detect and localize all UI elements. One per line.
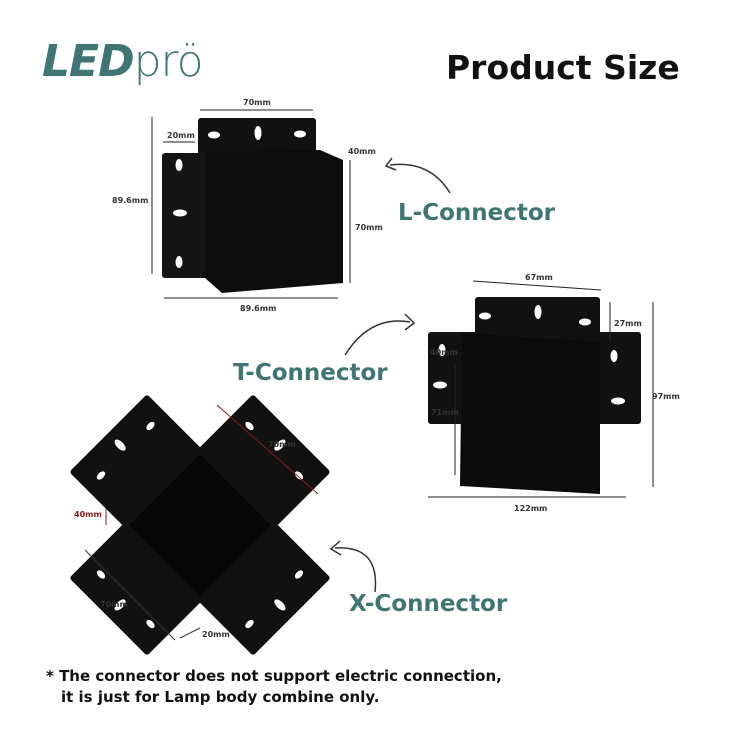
l-dim-box-height: 70mm [355, 223, 383, 232]
t-dimension-lines [428, 280, 654, 498]
l-dim-depth: 40mm [348, 147, 376, 156]
x-connector-image [70, 395, 330, 655]
x-dim-depth: 40mm [74, 510, 102, 519]
l-dim-height: 89.6mm [112, 196, 149, 205]
t-connector-label: T-Connector [233, 360, 388, 386]
l-connector-label: L-Connector [398, 200, 556, 226]
l-dim-bottom-width: 89.6mm [240, 304, 277, 313]
t-connector-image [428, 297, 641, 494]
t-dim-top-width: 67mm [525, 273, 553, 282]
l-dim-top-width: 70mm [243, 98, 271, 107]
brand-logo: LEDprö [42, 36, 204, 87]
x-connector-label: X-Connector [349, 591, 508, 617]
t-dim-depth: 40mm [430, 348, 458, 357]
l-connector-image [162, 118, 343, 293]
note-line-1: * The connector does not support electri… [46, 667, 502, 685]
disclaimer-note: * The connector does not support electri… [46, 666, 502, 708]
page-title: Product Size [446, 48, 680, 87]
l-dimension-lines [151, 109, 351, 299]
l-dim-flange: 20mm [167, 131, 195, 140]
x-dim-arm: 70mm [100, 600, 128, 609]
t-dim-flange: 27mm [614, 319, 642, 328]
t-dim-width: 122mm [514, 504, 548, 513]
note-line-2: it is just for Lamp body combine only. [61, 688, 380, 706]
t-dim-box-height: 71mm [431, 408, 459, 417]
x-dim-flange: 20mm [202, 630, 230, 639]
t-dim-height: 97mm [652, 392, 680, 401]
x-dim-diagonal: 70mm [268, 440, 296, 449]
